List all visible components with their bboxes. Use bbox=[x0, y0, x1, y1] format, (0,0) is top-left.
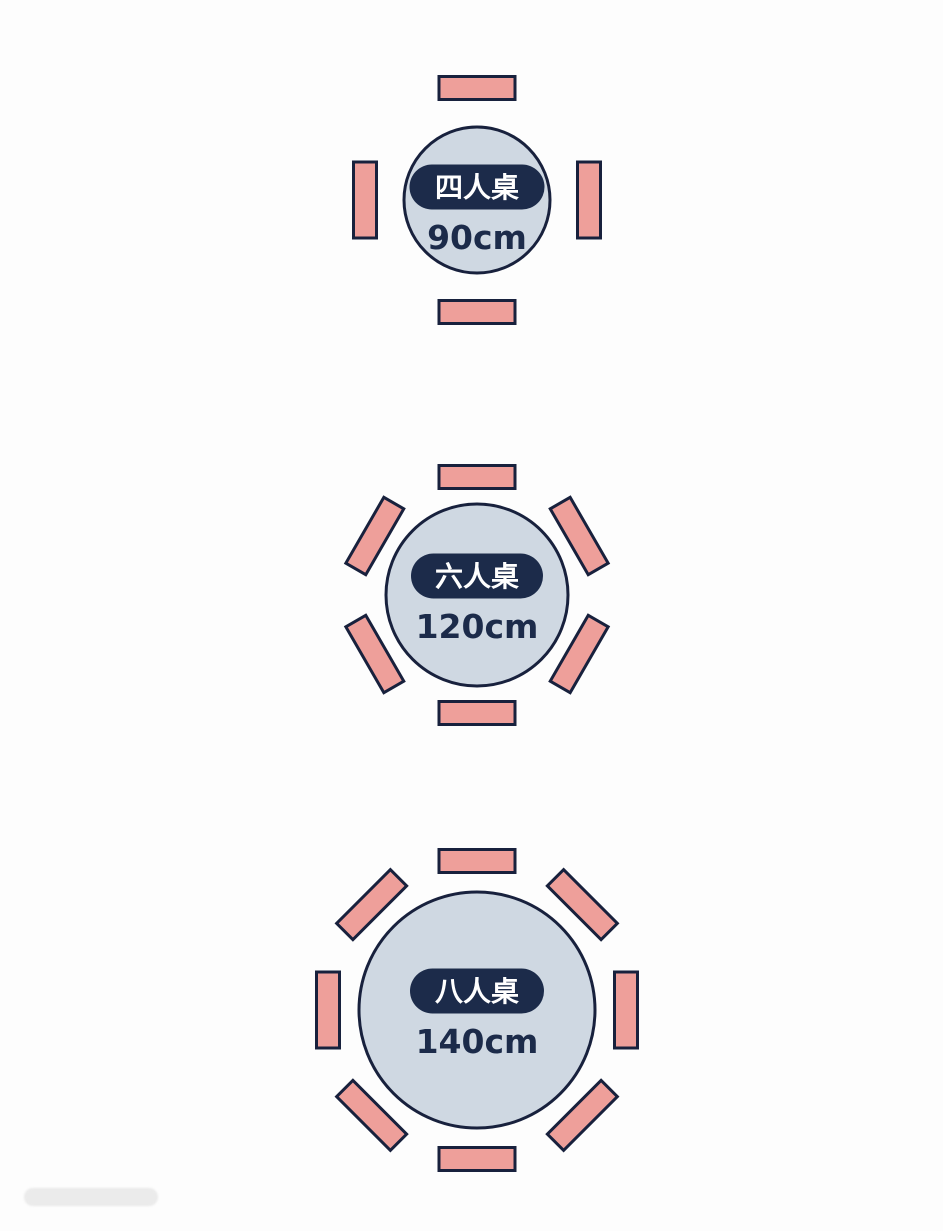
watermark bbox=[24, 1188, 158, 1206]
chair bbox=[334, 867, 409, 942]
chair bbox=[334, 1078, 409, 1153]
chair bbox=[576, 160, 602, 240]
chair bbox=[343, 613, 406, 695]
chair bbox=[613, 970, 639, 1050]
chair bbox=[548, 613, 611, 695]
table-group-6: 六人桌 120cm bbox=[343, 464, 611, 726]
table-name-label: 四人桌 bbox=[435, 171, 519, 204]
table-name-label: 八人桌 bbox=[435, 975, 519, 1008]
chair bbox=[437, 1146, 517, 1172]
table-diameter-label: 140cm bbox=[416, 1022, 539, 1061]
chair bbox=[437, 75, 517, 101]
table-diameter-label: 90cm bbox=[427, 218, 527, 257]
chair bbox=[315, 970, 341, 1050]
chair bbox=[437, 299, 517, 325]
table-group-8: 八人桌 140cm bbox=[315, 848, 639, 1172]
table-name-label: 六人桌 bbox=[435, 560, 519, 593]
table-name-pill bbox=[409, 164, 545, 210]
chair bbox=[352, 160, 378, 240]
chair bbox=[545, 867, 620, 942]
chair bbox=[437, 700, 517, 726]
table-name-pill bbox=[410, 968, 544, 1014]
chair bbox=[548, 495, 611, 577]
chair bbox=[343, 495, 406, 577]
table-name-pill bbox=[411, 553, 543, 599]
chair bbox=[545, 1078, 620, 1153]
chair bbox=[437, 848, 517, 874]
table-diameter-label: 120cm bbox=[416, 607, 539, 646]
table-group-4: 四人桌 90cm bbox=[352, 75, 602, 325]
chair bbox=[437, 464, 517, 490]
